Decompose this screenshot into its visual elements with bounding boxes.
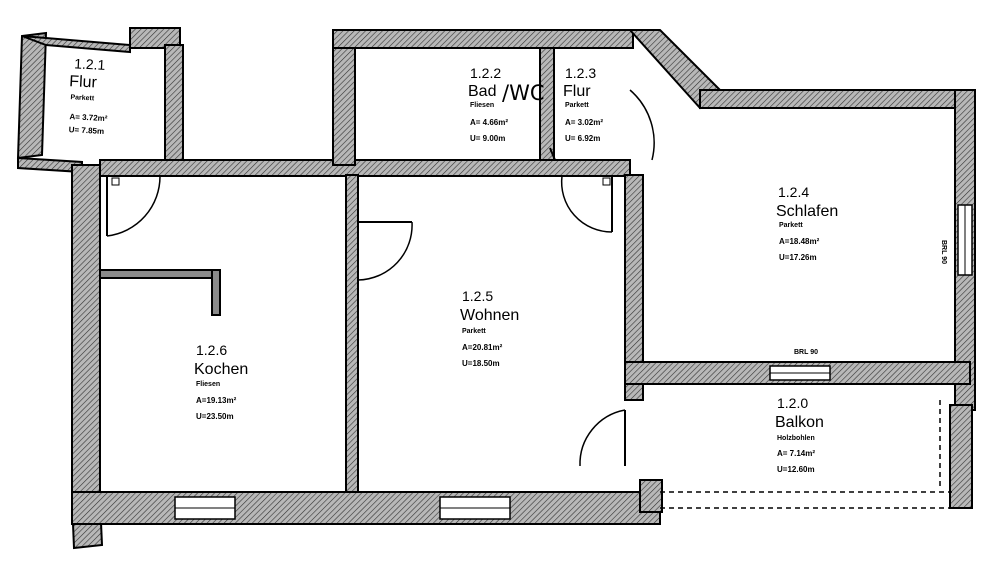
corner-marker: [602, 177, 611, 186]
room-label-123: 1.2.3 Flur Parkett A= 3.02m² U= 6.92m: [563, 65, 603, 143]
room-label-120: 1.2.0 Balkon Holzbohlen A= 7.14m² U=12.6…: [775, 395, 824, 474]
room-floor: Parkett: [779, 222, 803, 229]
room-perimeter: U=23.50m: [196, 412, 234, 421]
room-area: A= 7.14m²: [777, 449, 815, 458]
handwritten-wc: /WC: [502, 81, 545, 105]
windows: [174, 204, 973, 520]
room-label-121: 1.2.1 Flur Parkett A= 3.72m² U= 7.85m: [69, 55, 108, 136]
room-name: Schlafen: [776, 203, 838, 220]
room-perimeter: U= 7.85m: [69, 125, 105, 136]
room-floor: Holzbohlen: [777, 435, 815, 442]
wohnen-schlafen-wall: [624, 174, 644, 401]
bottom-wall: [71, 491, 661, 525]
room-floor: Parkett: [70, 94, 95, 102]
room-name: Kochen: [194, 361, 248, 378]
room-floor: Parkett: [565, 102, 589, 109]
kitchen-counter: [99, 269, 221, 316]
room-name: Flur: [563, 83, 591, 100]
room-floor: Fliesen: [196, 381, 220, 388]
corridor-top-wall: [99, 159, 631, 177]
room-label-124: 1.2.4 Schlafen Parkett A=18.48m² U=17.26…: [776, 184, 838, 262]
room-floor: Fliesen: [470, 102, 494, 109]
room-perimeter: U=12.60m: [777, 465, 815, 474]
room-name: Bad: [468, 83, 496, 100]
balkon-right-post: [949, 404, 973, 509]
room-name: Flur: [69, 73, 98, 91]
room-number: 1.2.5: [462, 288, 493, 304]
room-floor: Parkett: [462, 328, 486, 335]
room-number: 1.2.2: [470, 65, 501, 81]
room-area: A= 3.02m²: [565, 118, 603, 127]
room-number: 1.2.1: [74, 55, 106, 73]
room-label-126: 1.2.6 Kochen Fliesen A=19.13m² U=23.50m: [194, 342, 248, 421]
kochen-wohnen-wall: [345, 174, 359, 501]
flur-121-walls: [16, 27, 184, 174]
room-perimeter: U= 9.00m: [470, 134, 505, 143]
room-label-125: 1.2.5 Wohnen Parkett A=20.81m² U=18.50m: [460, 288, 519, 368]
bath-walls: [332, 29, 634, 166]
room-perimeter: U=18.50m: [462, 359, 500, 368]
room-number: 1.2.6: [196, 342, 227, 358]
schlafen-top-wall: [699, 89, 963, 109]
corner-marker: [111, 177, 120, 186]
room-area: A= 4.66m²: [470, 118, 508, 127]
room-number: 1.2.0: [777, 395, 808, 411]
balkon-railing: [660, 400, 952, 509]
room-area: A=19.13m²: [196, 396, 237, 405]
left-outer-wall: [71, 164, 101, 506]
room-label-122: 1.2.2 Bad /WC Fliesen A= 4.66m² U= 9.00m: [468, 65, 545, 143]
balkon-bottom-wall: [639, 479, 663, 513]
room-number: 1.2.3: [565, 65, 596, 81]
room-area: A=18.48m²: [779, 237, 820, 246]
room-name: Balkon: [775, 414, 824, 431]
room-perimeter: U= 6.92m: [565, 134, 600, 143]
room-area: A=20.81m²: [462, 343, 503, 352]
window-sill-mark-side: BRL 90: [940, 240, 947, 264]
room-name: Wohnen: [460, 307, 519, 324]
window-sill-mark: BRL 90: [794, 349, 818, 356]
room-perimeter: U=17.26m: [779, 253, 817, 262]
room-number: 1.2.4: [778, 184, 809, 200]
room-area: A= 3.72m²: [69, 112, 108, 123]
doors: [106, 89, 655, 467]
